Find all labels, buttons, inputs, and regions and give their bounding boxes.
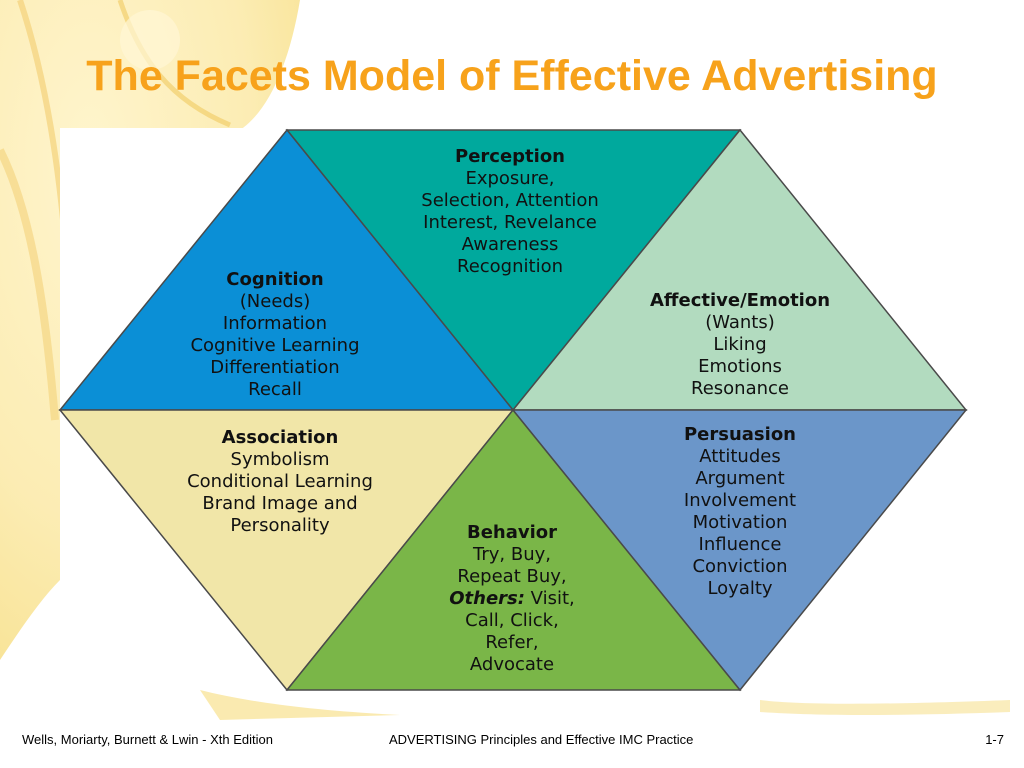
facet-persuasion-line: Motivation [693, 512, 788, 533]
facet-behavior-line: Call, Click, [465, 610, 559, 631]
facet-affective-line: Liking [713, 334, 766, 355]
footer-credits: Wells, Moriarty, Burnett & Lwin - Xth Ed… [22, 732, 273, 747]
facet-persuasion-line: Influence [699, 534, 782, 555]
facet-persuasion-line: Involvement [684, 490, 796, 511]
facet-cognition-line: Cognitive Learning [190, 335, 359, 356]
facet-persuasion-heading: Persuasion [684, 424, 796, 445]
facet-persuasion-triangle [511, 409, 968, 692]
facet-behavior-line: Advocate [470, 654, 554, 675]
facet-cognition-line: Recall [248, 379, 302, 400]
facet-cognition-heading: Cognition [226, 269, 323, 290]
facet-perception-line: Awareness [462, 234, 559, 255]
facet-behavior-line: Try, Buy, [472, 544, 551, 565]
facet-perception-line: Recognition [457, 256, 563, 277]
facet-association-line: Conditional Learning [187, 471, 373, 492]
footer-slide-number: 1-7 [985, 732, 1004, 747]
facet-perception-heading: Perception [455, 146, 565, 167]
facet-behavior-others-line: Others: Visit, [449, 588, 575, 609]
facet-cognition-line: Differentiation [210, 357, 339, 378]
facet-association-line: Personality [230, 515, 330, 536]
facet-affective-heading: Affective/Emotion [650, 290, 830, 311]
facet-persuasion-line: Conviction [692, 556, 787, 577]
page-title: The Facets Model of Effective Advertisin… [86, 52, 938, 100]
facet-association-line: Symbolism [231, 449, 330, 470]
facet-behavior-others-label: Others: [449, 588, 525, 609]
facet-behavior-heading: Behavior [467, 522, 557, 543]
facet-behavior-others-rest: Visit, [525, 588, 575, 609]
facet-cognition-line: Information [223, 313, 327, 334]
facet-behavior-line: Refer, [485, 632, 538, 653]
facet-perception-line: Exposure, [465, 168, 554, 189]
facet-persuasion-line: Loyalty [707, 578, 772, 599]
facet-affective-line: Resonance [691, 378, 789, 399]
facet-affective-line: Emotions [698, 356, 782, 377]
facet-persuasion-line: Argument [695, 468, 784, 489]
facet-perception-line: Selection, Attention [421, 190, 598, 211]
facet-association-line: Brand Image and [202, 493, 357, 514]
facet-perception-line: Interest, Revelance [423, 212, 597, 233]
facet-affective-line: (Wants) [705, 312, 775, 333]
facet-association-heading: Association [222, 427, 339, 448]
facet-cognition-line: (Needs) [240, 291, 310, 312]
footer-book-title: ADVERTISING Principles and Effective IMC… [389, 732, 694, 747]
facet-persuasion-line: Attitudes [699, 446, 780, 467]
facet-behavior-line: Repeat Buy, [457, 566, 566, 587]
